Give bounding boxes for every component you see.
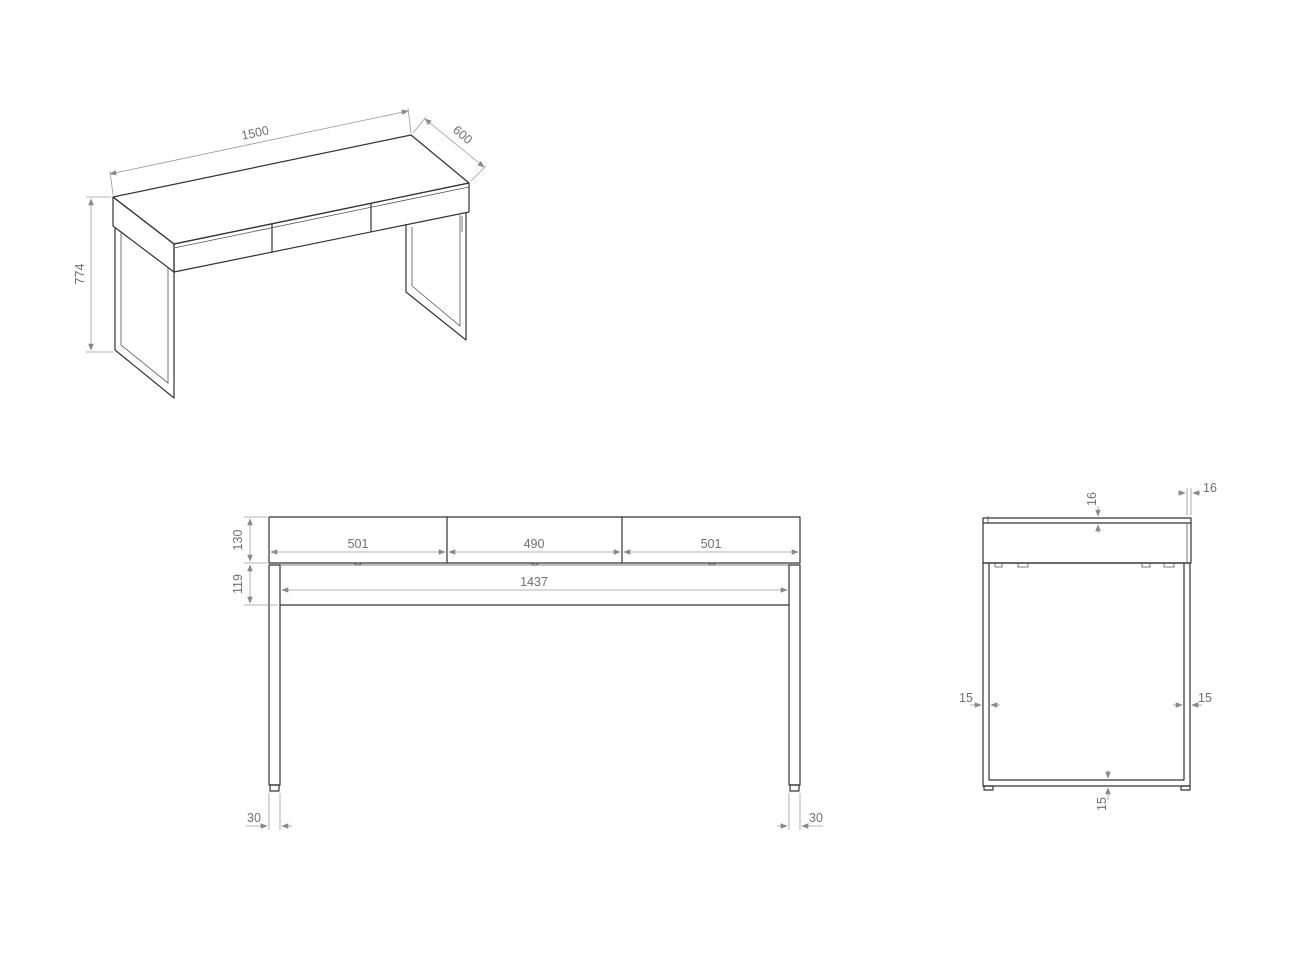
front-left-leg <box>268 564 281 786</box>
front-drawer-middle-label: 490 <box>524 537 545 551</box>
front-inner-span-label: 1437 <box>520 575 548 589</box>
side-left-leg-label: 15 <box>959 691 973 705</box>
iso-left-leg <box>114 228 175 399</box>
side-runner-left <box>994 563 1029 568</box>
front-handle-right <box>707 562 717 566</box>
front-right-leg <box>788 564 801 786</box>
iso-tabletop <box>112 134 470 245</box>
front-drawer-left-label: 501 <box>348 537 369 551</box>
side-foot-bar-label: 15 <box>1095 797 1109 811</box>
iso-left-apron <box>112 196 175 273</box>
front-right-foot <box>789 784 800 792</box>
iso-width-label: 1500 <box>240 123 270 142</box>
front-left-foot <box>269 784 280 792</box>
iso-width-dim-line <box>109 109 409 176</box>
side-leg-frame-inner <box>988 563 1185 781</box>
side-top-thickness-label: 16 <box>1085 492 1099 506</box>
side-right-leg-label: 15 <box>1198 691 1212 705</box>
side-foot-left <box>983 785 994 791</box>
side-runner-right <box>1141 563 1175 568</box>
front-left-leg-label: 30 <box>247 811 261 825</box>
iso-depth-dim-line <box>424 118 485 168</box>
front-drawer-box <box>268 516 801 564</box>
side-leg-frame-outer <box>982 562 1191 787</box>
side-top-box <box>982 517 1192 564</box>
isometric-view: 1500 600 774 <box>73 107 487 399</box>
front-handle-left <box>353 562 363 566</box>
front-apron-height-label: 119 <box>231 574 245 594</box>
iso-depth-label: 600 <box>450 123 475 147</box>
front-handle-middle <box>530 562 540 566</box>
front-drawer-height-label: 130 <box>231 530 245 551</box>
side-view: 16 16 15 15 15 <box>959 481 1217 811</box>
front-view: 501 490 501 1437 130 119 30 30 <box>231 516 823 830</box>
iso-right-leg <box>405 212 467 341</box>
side-overhang-label: 16 <box>1203 481 1217 495</box>
iso-right-leg-inner <box>411 215 461 327</box>
side-foot-right <box>1180 785 1191 791</box>
iso-height-label: 774 <box>73 264 87 285</box>
front-right-leg-label: 30 <box>809 811 823 825</box>
iso-width-ext-left <box>109 170 114 196</box>
iso-width-ext-right <box>407 107 412 134</box>
front-drawer-right-label: 501 <box>701 537 722 551</box>
iso-drawer-edge <box>173 186 470 249</box>
iso-left-leg-inner <box>120 233 169 384</box>
iso-depth-ext-back <box>412 116 427 134</box>
iso-depth-ext-front <box>470 165 487 182</box>
